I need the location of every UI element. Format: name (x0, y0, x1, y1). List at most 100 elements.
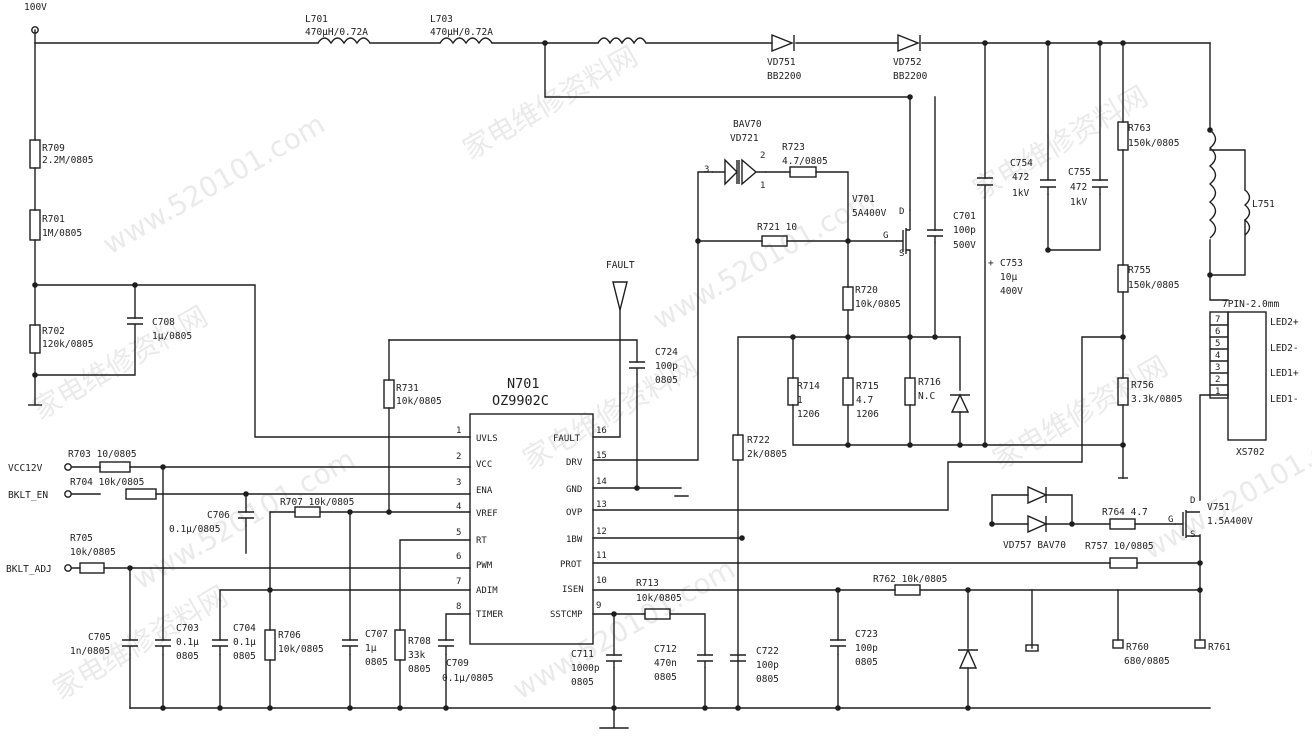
junction-dot (443, 705, 449, 711)
junction-dot (217, 705, 223, 711)
resistor-value-label: 680/0805 (1124, 656, 1170, 667)
capacitor-package-label: 0805 (654, 672, 677, 683)
junction-dot (695, 238, 701, 244)
capacitor-C705 (122, 639, 138, 655)
diode-VD752 (897, 33, 921, 53)
diode-ref-label: VD751 (767, 57, 796, 68)
capacitor-ref-label: C703 (176, 623, 199, 634)
inductor-L703 (439, 37, 493, 45)
terminal-vcc12v (64, 463, 72, 471)
capacitor-package-label: 0805 (571, 677, 594, 688)
resistor-value-label: 2k/0805 (747, 449, 787, 460)
resistor-value-label: 1 (797, 395, 803, 406)
fault-flag-symbol (612, 281, 628, 311)
watermark-text: 家电维修资料网 (457, 39, 643, 166)
ic-pin-name: ENA (476, 486, 493, 496)
terminal-bklt-en (64, 490, 72, 498)
resistor-label: R757 10/0805 (1085, 541, 1154, 552)
capacitor-ref-label: C701 (953, 211, 976, 222)
watermark-text: 家电维修资料网 (27, 299, 213, 426)
watermark-url: www.520101.com (647, 182, 881, 336)
wire (219, 589, 471, 709)
watermark-url: www.520101.com (97, 107, 331, 261)
junction-dot (347, 509, 353, 515)
diode-ref-label: VD752 (893, 57, 922, 68)
capacitor-value-label: 10μ (1000, 272, 1017, 283)
ic-pin-name: RT (476, 536, 487, 546)
ic-part-label: OZ9902C (492, 393, 549, 409)
capacitor-value-label: 100p (655, 361, 678, 372)
junction-dot (982, 442, 988, 448)
junction-dot (160, 705, 166, 711)
resistor-R706 (264, 629, 276, 661)
connector-type-label: 7PIN-2.0mm (1222, 299, 1279, 310)
wire (592, 336, 1124, 511)
resistor-value-label: 150k/0805 (1128, 280, 1179, 291)
resistor-value-label: 4.7/0805 (782, 156, 828, 167)
resistor-ref-label: R714 (797, 381, 820, 392)
resistor-R716 (904, 377, 916, 406)
junction-dot (1120, 334, 1126, 340)
ic-pin-name: FAULT (553, 434, 581, 444)
resistor-ref-label: R761 (1208, 642, 1231, 653)
resistor-R707 (294, 506, 321, 518)
resistor-value-label: 150k/0805 (1128, 138, 1179, 149)
ic-pin-number: 13 (596, 500, 607, 510)
capacitor-package-label: 0805 (233, 651, 256, 662)
junction-dot (32, 372, 38, 378)
junction-dot (127, 565, 133, 571)
capacitor-C753 (977, 177, 993, 198)
junction-dot (397, 705, 403, 711)
capacitor-package-label: 0805 (756, 674, 779, 685)
ic-pin-name: PWM (476, 561, 493, 571)
capacitor-value-label: 0.1μ/0805 (442, 673, 493, 684)
junction-dot (542, 40, 548, 46)
junction-dot (1197, 560, 1203, 566)
capacitor-ref-label: C709 (446, 658, 469, 669)
capacitor-ref-label: C704 (233, 623, 256, 634)
ic-pin-name: PROT (560, 560, 582, 570)
mosfet-pin-letter: D (1190, 496, 1195, 506)
resistor-value-label: N.C (918, 391, 935, 402)
capacitor-value-label: 1n/0805 (70, 646, 110, 657)
inductor-value-label: 470μH/0.72A (305, 27, 368, 38)
capacitor-value-label: 472 (1012, 172, 1029, 183)
capacitor-rating-label: 1kV (1070, 197, 1087, 208)
mosfet-ref-label: V751 (1207, 502, 1230, 513)
resistor-ref-label: R708 (408, 636, 431, 647)
resistor-R714 (787, 377, 799, 406)
resistor-ref-label: R701 (42, 214, 65, 225)
diode-VD751 (771, 33, 795, 53)
wire (837, 589, 1201, 709)
resistor-R755 (1117, 264, 1129, 293)
terminal-100v (31, 26, 39, 34)
junction-dot (835, 587, 841, 593)
resistor-value-label: 2.2M/0805 (42, 155, 93, 166)
resistor-R757 (1109, 557, 1138, 569)
resistor-ref-label: R705 (70, 533, 93, 544)
diode-part-label: BAV70 (733, 119, 762, 130)
junction-dot (989, 521, 995, 527)
capacitor-C708 (127, 317, 143, 342)
capacitor-C709 (438, 639, 454, 655)
capacitor-C704 (212, 639, 228, 655)
capacitor-ref-label: C723 (855, 629, 878, 640)
connector-pin-label: LED2- (1270, 343, 1299, 354)
capacitor-rating-label: 1kV (1012, 188, 1029, 199)
ic-pin-number: 2 (456, 452, 461, 462)
capacitor-value-label: 0.1μ/0805 (169, 524, 220, 535)
capacitor-C706 (238, 511, 254, 526)
resistor-ref-label: R713 (636, 578, 659, 589)
ic-pin-number: 12 (596, 527, 607, 537)
resistor-value-label: 10k/0805 (278, 644, 324, 655)
ic-pin-number: 5 (456, 528, 461, 538)
junction-dot (267, 587, 273, 593)
resistor-value-label: 10k/0805 (70, 547, 116, 558)
wire (592, 309, 621, 438)
resistor-R703 (99, 461, 131, 473)
watermark-text: 家电维修资料网 (987, 349, 1173, 476)
junction-dot (1069, 521, 1075, 527)
diode-label: VD757 BAV70 (1003, 540, 1066, 551)
mosfet-value-label: 5A400V (852, 208, 887, 219)
inductor-ref-label: L703 (430, 14, 453, 25)
